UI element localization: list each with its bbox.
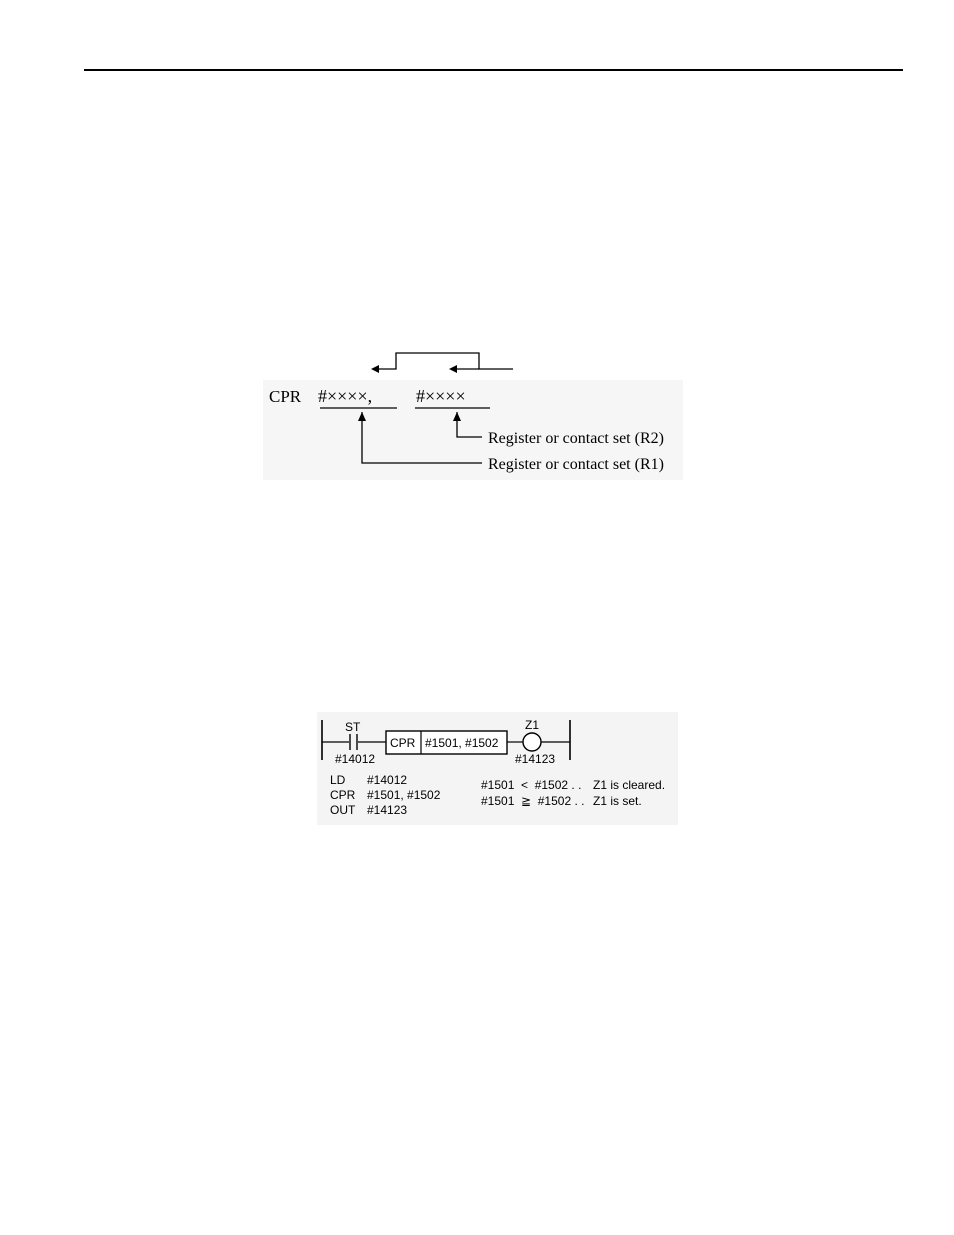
coil-label: Z1 <box>525 718 539 732</box>
coil-address: #14123 <box>515 752 555 766</box>
instruction-mnemonic: CPR <box>269 387 302 406</box>
label-r2: Register or contact set (R2) <box>488 430 664 447</box>
arrowhead-up-icon <box>358 412 366 421</box>
program-op: OUT <box>330 803 356 817</box>
transfer-bracket <box>378 352 513 370</box>
program-op: CPR <box>330 788 356 802</box>
contact-st-icon <box>349 734 358 750</box>
arrowhead-left-icon <box>371 365 379 373</box>
condition-expr: #1501 ≧ #1502 . . <box>481 794 584 808</box>
coil-z1-icon <box>522 732 542 752</box>
program-arg: #14012 <box>367 773 407 787</box>
arrowhead-up-icon <box>453 412 461 421</box>
box-operands: #1501, #1502 <box>425 736 499 750</box>
ladder-example-figure: ST #14012 CPR #1501, #1502 Z1 #14123 LD … <box>317 712 678 825</box>
operand-r1: #××××, <box>318 386 372 406</box>
condition-result: Z1 is set. <box>593 794 642 808</box>
cpr-box <box>385 730 508 755</box>
label-r1: Register or contact set (R1) <box>488 456 664 473</box>
operand-r2: #×××× <box>416 386 466 406</box>
contact-address: #14012 <box>335 752 375 766</box>
condition-expr: #1501 < #1502 . . <box>481 778 581 792</box>
condition-result: Z1 is cleared. <box>593 778 665 792</box>
header-rule <box>84 69 903 71</box>
instruction-format-figure: CPR #××××, #×××× Register or contact set… <box>263 352 683 480</box>
program-arg: #1501, #1502 <box>367 788 441 802</box>
program-op: LD <box>330 773 346 787</box>
arrowhead-left-icon <box>449 365 457 373</box>
program-arg: #14123 <box>367 803 407 817</box>
box-instruction: CPR <box>390 736 416 750</box>
contact-label: ST <box>345 720 361 734</box>
